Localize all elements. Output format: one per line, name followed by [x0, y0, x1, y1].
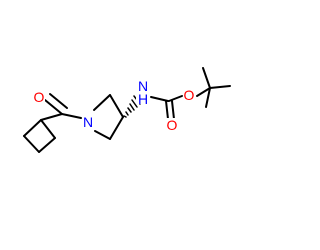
cyclobutane-bond-4 — [23, 119, 42, 137]
label-background — [82, 114, 94, 128]
tbutyl-methyl-up — [202, 67, 211, 89]
label-background — [166, 118, 178, 132]
nh-carbamate-bond — [150, 96, 169, 102]
cyclobutane-bond-3 — [23, 135, 40, 153]
left-carbonyl-double-bond-b — [49, 93, 68, 109]
pyrrolidine-bond-c3-c4 — [109, 116, 124, 140]
ester-oxygen-tbutyl-bond — [196, 87, 211, 97]
left-carbonyl-oxygen-atom: O — [33, 89, 45, 105]
molecule-structure-diagram: N O N H O O — [23, 67, 231, 153]
right-carbonyl-double-bond-b — [171, 100, 175, 120]
hashed-wedge-stroke — [131, 99, 138, 108]
ring-nitrogen-label: N — [83, 114, 93, 130]
amine-nitrogen-atom: N H — [136, 78, 150, 107]
pyrrolidine-bond-n-c2 — [93, 94, 111, 111]
label-background — [136, 82, 150, 104]
tbutyl-methyl-right — [209, 85, 231, 89]
right-carbonyl-double-bond-a — [165, 100, 169, 120]
left-carbonyl-oxygen-label: O — [34, 89, 45, 105]
hashed-wedge-stroke — [127, 107, 132, 113]
hashed-wedge-stroke — [125, 111, 129, 116]
ring-nitrogen-atom: N — [82, 114, 94, 130]
hashed-wedge-stroke — [129, 103, 135, 111]
bonds — [23, 67, 231, 153]
ester-oxygen-atom: O — [183, 87, 195, 103]
amine-hydrogen-label: H — [138, 91, 148, 107]
carbonyl-nitrogen-bond — [61, 113, 82, 119]
label-background — [33, 90, 45, 104]
label-background — [183, 88, 195, 102]
pyrrolidine-bond-c4-c5 — [94, 130, 111, 140]
carbamate-ester-oxygen-bond — [168, 95, 183, 102]
atom-labels: N O N H O O — [33, 78, 195, 133]
cyclobutane-bond-1 — [40, 119, 56, 139]
cyclobutane-bond-2 — [38, 137, 56, 153]
cyclobutyl-carbonyl-bond — [40, 113, 63, 121]
right-carbonyl-oxygen-atom: O — [166, 117, 178, 133]
left-carbonyl-double-bond-a — [44, 99, 63, 115]
hashed-wedge-stroke — [123, 115, 127, 118]
tbutyl-methyl-down — [205, 87, 211, 108]
ester-oxygen-label: O — [184, 87, 195, 103]
amine-nitrogen-label: N — [138, 78, 148, 94]
pyrrolidine-bond-c2-c3 — [109, 94, 124, 118]
right-carbonyl-oxygen-label: O — [167, 117, 178, 133]
